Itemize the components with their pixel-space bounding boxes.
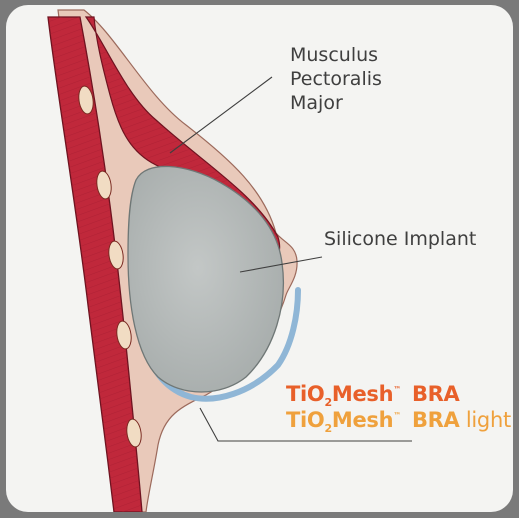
- label-silicone-implant: Silicone Implant: [324, 227, 476, 251]
- label-line: Pectoralis: [290, 67, 382, 91]
- label-line: Major: [290, 91, 382, 115]
- diagram-card: Musculus Pectoralis Major Silicone Impla…: [6, 5, 513, 512]
- product-label-tio2mesh-bra-light: TiO2Mesh™ BRA light: [286, 403, 511, 442]
- label-musculus-pectoralis-major: Musculus Pectoralis Major: [290, 43, 382, 115]
- label-line: Musculus: [290, 43, 382, 67]
- muscle-leader-line: [170, 77, 272, 153]
